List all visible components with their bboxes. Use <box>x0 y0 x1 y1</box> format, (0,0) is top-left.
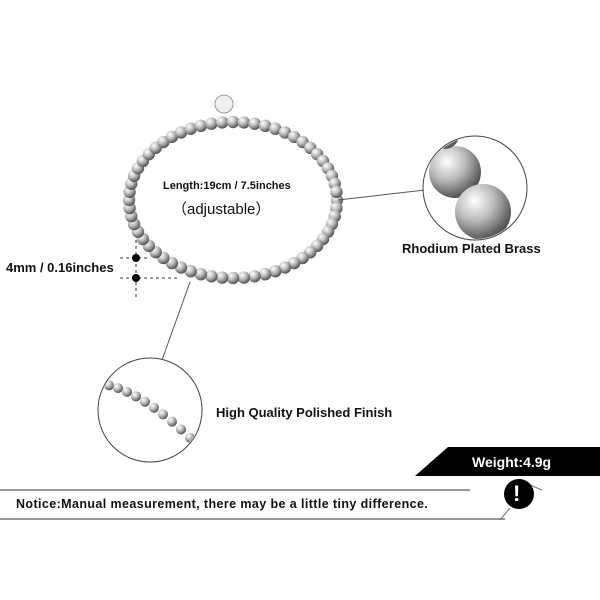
bead <box>226 271 240 285</box>
notice-accent-line <box>499 507 511 521</box>
finish-label: High Quality Polished Finish <box>216 405 393 420</box>
bead <box>174 126 188 139</box>
callout-line-finish <box>161 281 191 361</box>
bead <box>258 267 272 281</box>
exclamation-icon: ! <box>513 481 521 506</box>
bead <box>258 119 272 133</box>
bead-size-dot-top <box>132 254 140 262</box>
bead-size-dot-bottom <box>132 274 140 282</box>
notice-text: Notice:Manual measurement, there may be … <box>16 497 429 511</box>
bead <box>205 117 218 130</box>
bead <box>104 380 114 391</box>
bead <box>113 383 123 394</box>
bead <box>131 391 141 402</box>
bead-size-label: 4mm / 0.16inches <box>6 260 114 275</box>
bead <box>167 416 177 427</box>
bead <box>140 396 150 407</box>
bead <box>149 402 159 413</box>
notice-icon <box>504 479 534 509</box>
bead <box>194 267 208 281</box>
callout-line-material <box>337 189 426 201</box>
bead <box>194 119 208 133</box>
bead <box>330 185 343 199</box>
length-label: Length:19cm / 7.5inches <box>163 180 291 192</box>
bead <box>269 122 282 135</box>
bead <box>278 261 292 274</box>
bead <box>158 409 168 420</box>
adjustable-label: （adjustable） <box>172 201 271 218</box>
bead <box>176 424 186 435</box>
material-label: Rhodium Plated Brass <box>402 241 541 256</box>
bead <box>184 122 197 135</box>
weight-banner <box>415 447 600 476</box>
bead <box>184 265 197 278</box>
bead <box>237 116 251 129</box>
bead <box>122 386 132 397</box>
charm-tag <box>214 94 234 114</box>
bead <box>248 270 261 283</box>
bracelet-beads <box>122 115 344 285</box>
bead <box>215 116 229 129</box>
bead <box>269 265 282 278</box>
notice-accent-line <box>529 484 543 491</box>
bead <box>215 271 229 284</box>
bead <box>237 271 251 284</box>
bead <box>248 117 261 130</box>
bead <box>194 441 201 452</box>
bead <box>205 270 218 283</box>
bead <box>226 115 240 129</box>
weight-label: Weight:4.9g <box>472 454 552 470</box>
